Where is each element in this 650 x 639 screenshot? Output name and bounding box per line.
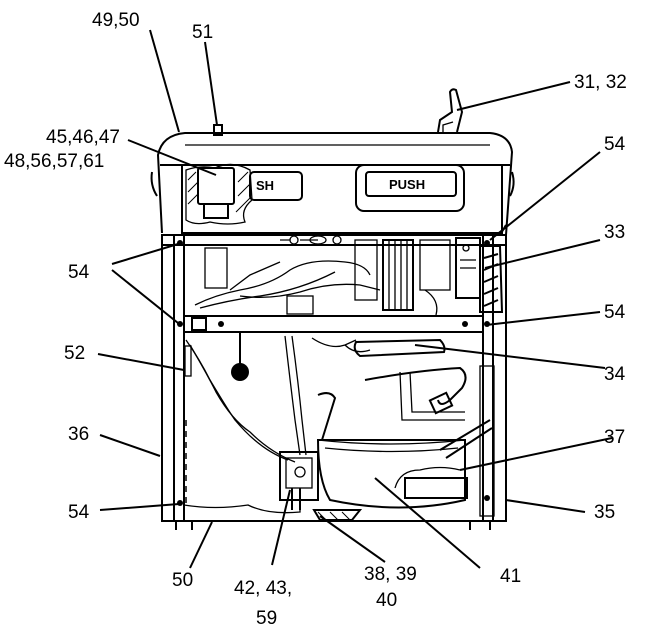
cabinet-frame bbox=[161, 224, 507, 530]
compressor bbox=[279, 419, 493, 521]
label-51: 51 bbox=[192, 22, 213, 43]
label-45-46-47: 45,46,47 bbox=[46, 127, 120, 148]
screw-bar-right bbox=[462, 321, 468, 327]
lower-compartment bbox=[183, 332, 495, 517]
screw-top-left bbox=[177, 240, 183, 246]
label-31-32: 31, 32 bbox=[574, 72, 627, 93]
label-37: 37 bbox=[604, 427, 625, 448]
label-49-50: 49,50 bbox=[92, 10, 140, 31]
label-36: 36 bbox=[68, 424, 89, 445]
screw-bottom-left bbox=[177, 500, 183, 506]
screw-bottom-right bbox=[484, 495, 490, 501]
label-54-top-right: 54 bbox=[604, 134, 626, 155]
screw-bar bbox=[218, 321, 224, 327]
label-38-39: 38, 39 bbox=[364, 564, 417, 585]
label-33: 33 bbox=[604, 222, 625, 243]
leader-lines bbox=[97, 29, 613, 569]
drain-knob bbox=[231, 363, 249, 381]
label-59: 59 bbox=[256, 608, 277, 629]
label-34: 34 bbox=[604, 364, 626, 385]
screw-mid-left bbox=[177, 321, 183, 327]
valve-cutaway bbox=[185, 163, 253, 225]
label-54-mid-right: 54 bbox=[604, 302, 626, 323]
upper-wiring bbox=[194, 235, 481, 316]
label-54-left: 54 bbox=[68, 262, 90, 283]
label-48-56-57-61: 48,56,57,61 bbox=[4, 151, 104, 172]
bubbler-spout bbox=[437, 88, 464, 133]
label-42-43: 42, 43, bbox=[234, 578, 292, 599]
label-50: 50 bbox=[172, 570, 193, 591]
screw-top-right bbox=[484, 240, 490, 246]
label-41: 41 bbox=[500, 566, 521, 587]
label-54-bottom-left: 54 bbox=[68, 502, 90, 523]
push-button-panel: SH PUSH bbox=[181, 164, 503, 234]
push-button-label-right: PUSH bbox=[389, 177, 425, 192]
callout-labels: 49,50 51 31, 32 45,46,47 48,56,57,61 54 … bbox=[4, 10, 627, 629]
label-35: 35 bbox=[594, 502, 615, 523]
label-40: 40 bbox=[376, 590, 397, 611]
label-52: 52 bbox=[64, 343, 85, 364]
push-button-label-left: SH bbox=[256, 178, 274, 193]
